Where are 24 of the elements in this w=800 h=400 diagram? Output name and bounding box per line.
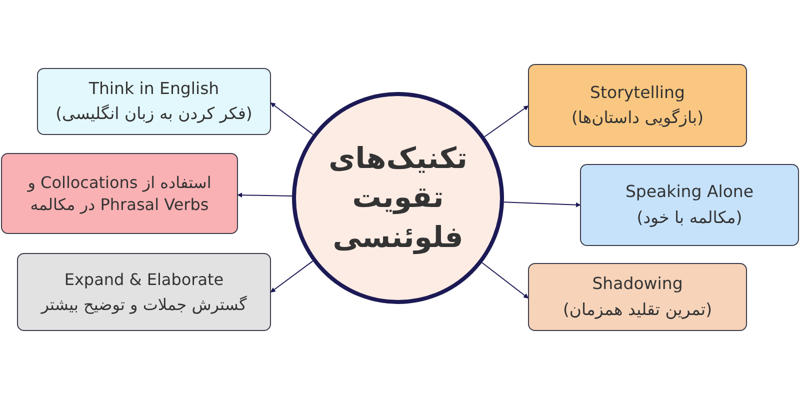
technique-card bbox=[17, 253, 271, 331]
technique-card bbox=[528, 263, 747, 331]
technique-translation: (مکالمه با خود) bbox=[636, 206, 742, 229]
connector-arrow bbox=[482, 262, 529, 298]
technique-title: Storytelling bbox=[590, 82, 685, 104]
technique-title: Shadowing bbox=[592, 273, 683, 296]
technique-card bbox=[528, 64, 747, 147]
technique-card bbox=[580, 164, 799, 246]
technique-translation: (فکر کردن به زبان انگلیسی) bbox=[56, 103, 252, 125]
connector-arrow bbox=[484, 106, 529, 138]
connector-arrow bbox=[237, 192, 293, 198]
connector-arrow bbox=[270, 260, 314, 292]
technique-card bbox=[37, 68, 271, 135]
technique-title: استفاده از Collocations و Phrasal Verbs در مکالمه bbox=[26, 172, 212, 216]
technique-translation: (تمرین تقلید همزمان) bbox=[562, 298, 712, 321]
technique-card bbox=[1, 153, 238, 234]
technique-title: Think in English bbox=[88, 78, 220, 100]
technique-translation: (بازگویی داستان‌ها) bbox=[571, 107, 704, 129]
technique-title: Expand & Elaborate bbox=[64, 268, 224, 290]
connector-arrow bbox=[503, 202, 581, 208]
technique-translation: گسترش جملات و توضیح بیشتر bbox=[41, 294, 247, 316]
central-title: تکنیک‌های تقویت فلوئنسی bbox=[328, 140, 468, 256]
connector-arrow bbox=[270, 102, 314, 135]
technique-title: Speaking Alone bbox=[625, 181, 754, 204]
